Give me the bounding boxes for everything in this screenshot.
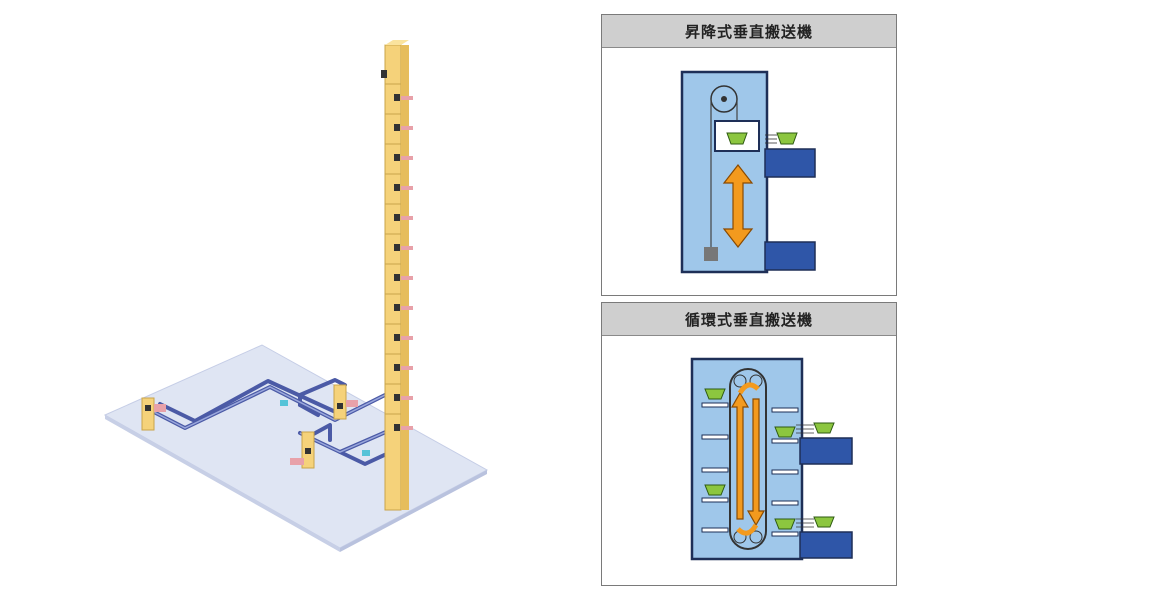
tower-arm [401,246,413,250]
shelf [701,527,729,533]
tower-port [394,274,400,281]
station-right [333,384,358,420]
tower-top-port [381,70,387,78]
shelf [701,402,729,408]
tower-arm [401,396,413,400]
tower-port [394,94,400,101]
tower-arm [401,276,413,280]
station-left [141,397,166,431]
tower-arm [401,156,413,160]
landing-upper [799,437,853,465]
loop-arrow-icon [730,382,766,536]
shelf [771,407,799,413]
chain-loop [729,368,767,550]
junction-marker [280,400,288,406]
tower-arm [401,126,413,130]
panel-title: 昇降式垂直搬送機 [602,15,896,48]
floor-plate-edge [105,415,340,552]
tower-port [394,424,400,431]
tower-port [394,124,400,131]
tower-port [394,154,400,161]
shaft [680,70,769,274]
station-center [290,431,315,469]
tower-arm [401,96,413,100]
tower-port [394,304,400,311]
double-arrow-icon [722,164,754,248]
landing-upper [764,148,816,178]
tray-icon [774,518,796,530]
tower-port [394,214,400,221]
isometric-system-illustration [103,40,489,552]
panel-lift-type: 昇降式垂直搬送機 [601,14,897,296]
tray-icon [704,388,726,400]
tower-port [394,364,400,371]
tower-arm [401,366,413,370]
counterweight [704,247,718,261]
tower-arm [401,216,413,220]
shelf [771,500,799,506]
shelf [771,531,799,537]
floor-plate [103,344,489,549]
tower-port [394,184,400,191]
tower-arm [401,186,413,190]
tower-port [394,394,400,401]
shelf [701,434,729,440]
shelf [771,438,799,444]
tray-icon [774,426,796,438]
pulley-hub [721,96,727,102]
landing-lower [799,531,853,559]
floor-plate-edge [340,470,487,552]
tower-port [394,334,400,341]
tower-arm [401,306,413,310]
panel-title: 循環式垂直搬送機 [602,303,896,336]
shelf [771,469,799,475]
shelf-group [701,388,835,537]
circulating-conveyor-diagram [690,357,853,561]
lift-conveyor-diagram [680,70,816,274]
tower-arm [401,336,413,340]
tray-icon [813,422,835,434]
shelf [701,467,729,473]
tower-arm [401,426,413,430]
tray-icon [726,132,748,145]
junction-marker [362,450,370,456]
vertical-conveyor-tower [381,40,413,511]
landing-lower [764,241,816,271]
shelf [701,497,729,503]
tower-port [394,244,400,251]
tray-icon [704,484,726,496]
panel-circulating-type: 循環式垂直搬送機 [601,302,897,586]
tray-icon [813,516,835,528]
tray-icon [765,132,798,145]
